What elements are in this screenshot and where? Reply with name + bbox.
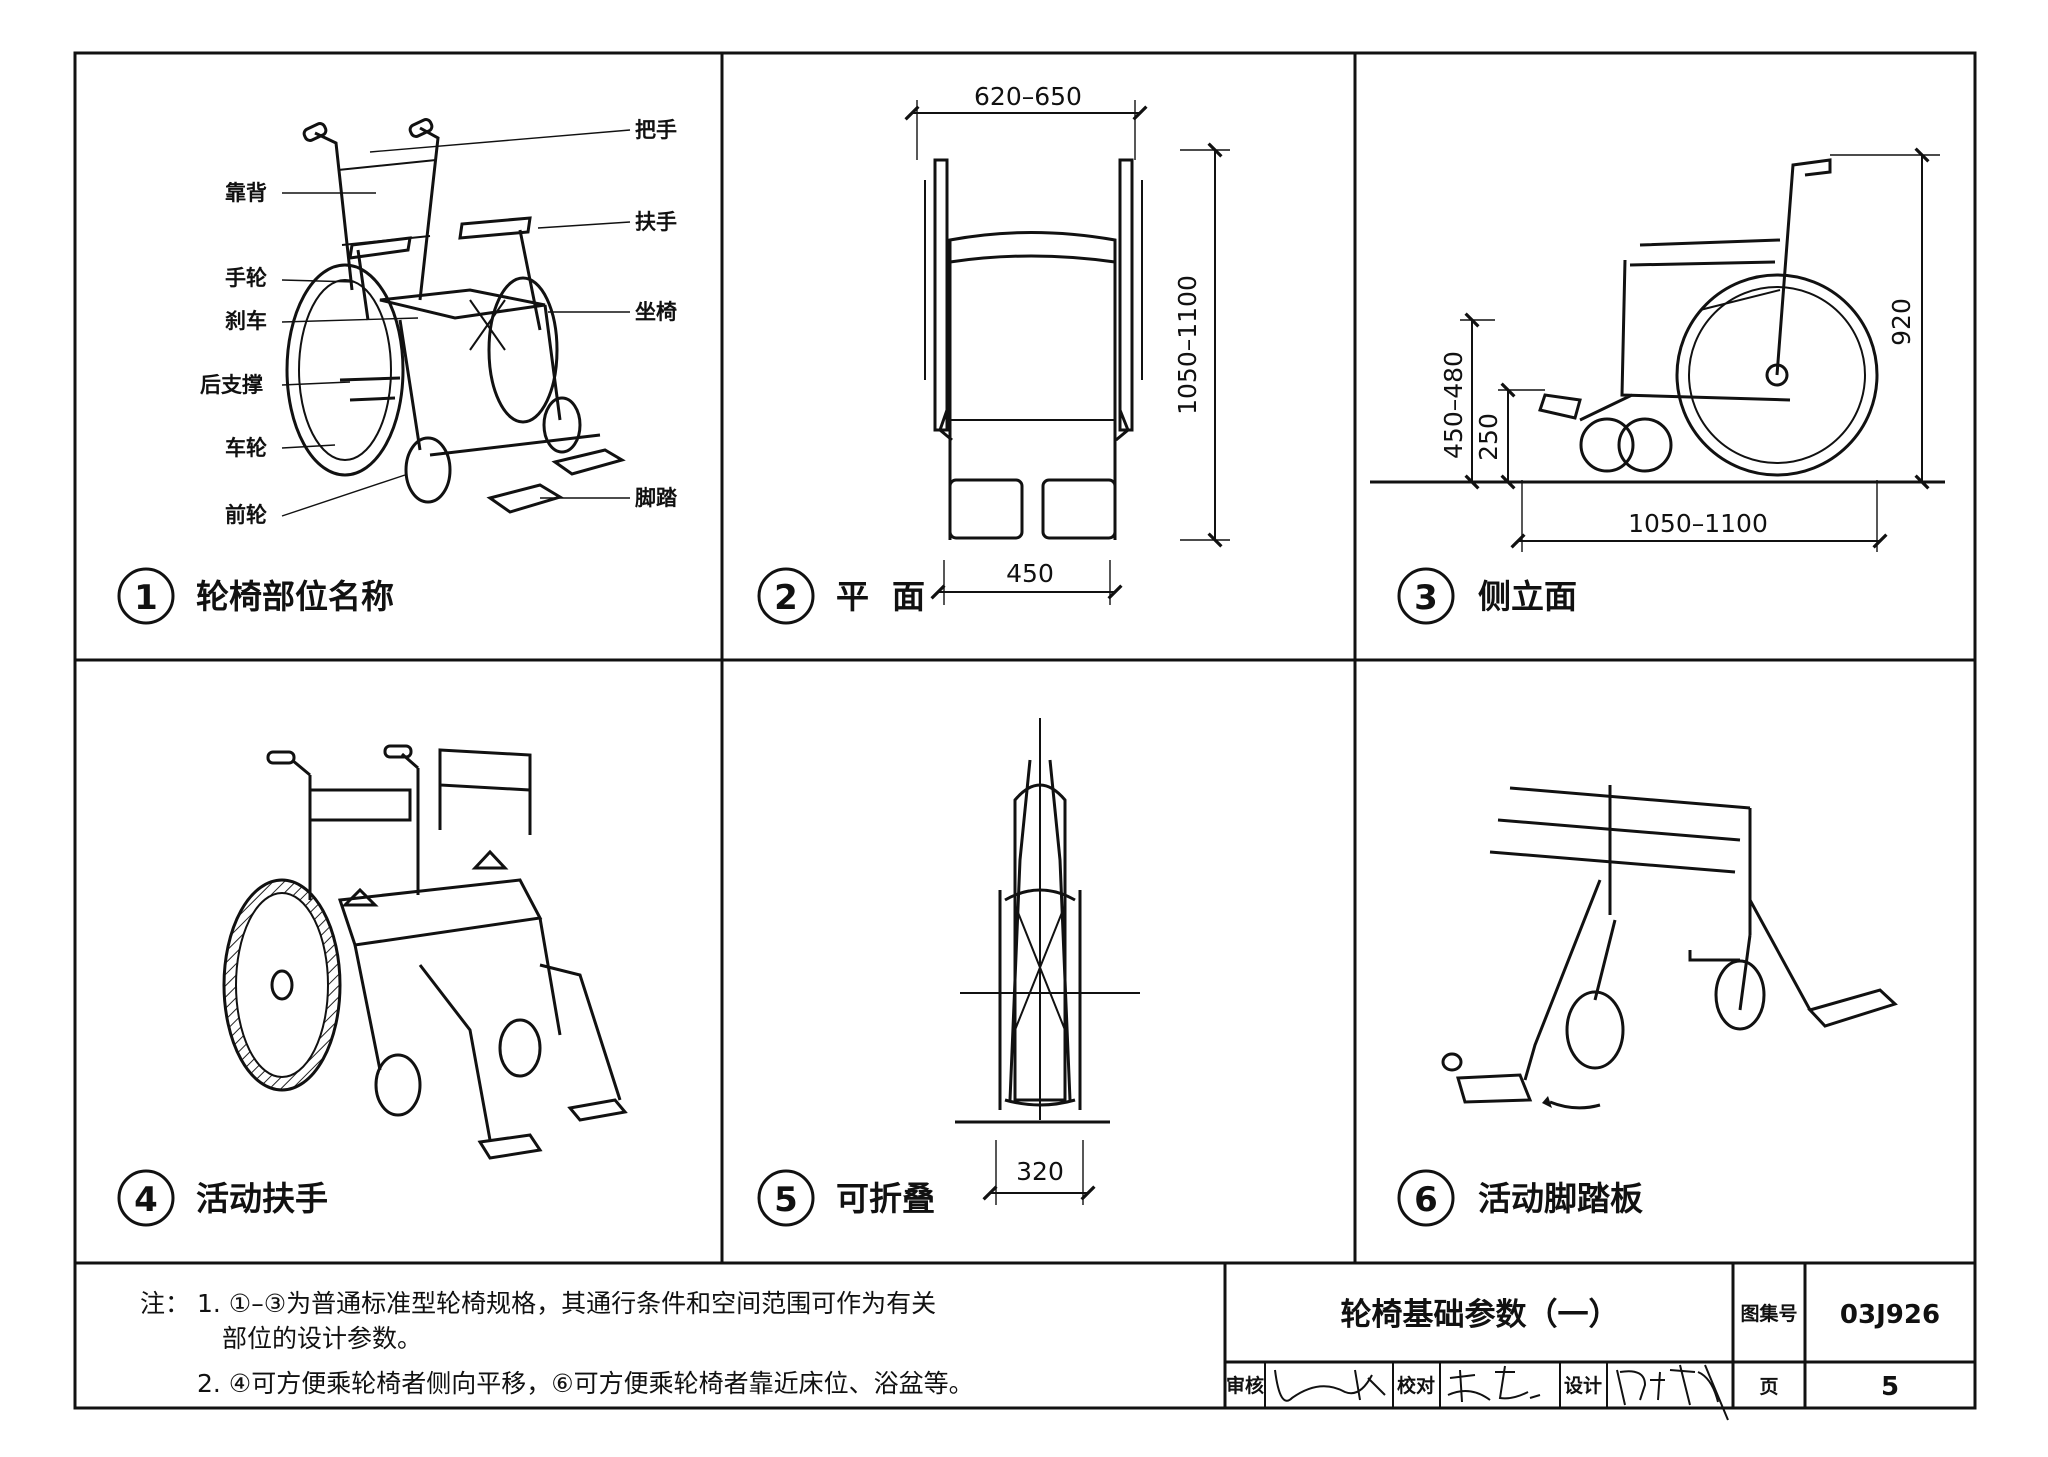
panel-6-movable-footrest: 6 活动脚踏板	[1397, 785, 1898, 1227]
plan-seat-width-dimension: 450	[1006, 559, 1054, 588]
wheelchair-perspective-drawing	[285, 118, 626, 514]
notes-block: 注： 1. ①–③为普通标准型轮椅规格，其通行条件和空间范围可作为有关 部位的设…	[140, 1289, 974, 1398]
side-seat-height-dimension: 450–480	[1439, 351, 1468, 459]
panel-2-number: 2	[774, 578, 798, 618]
panel-2-plan-view: 620–650 1050–1100 450 2 平 面	[757, 82, 1230, 625]
panel-5-title: 可折叠	[836, 1179, 935, 1218]
panel-2-caption: 2 平 面	[757, 567, 925, 625]
label-rear-support: 后支撑	[200, 373, 263, 397]
plan-length-dimension: 1050–1100	[1173, 275, 1202, 415]
side-dimension-lines	[1460, 147, 1940, 552]
reviewer-signature	[1274, 1369, 1386, 1402]
wheelchair-footrest-drawing	[1441, 785, 1898, 1110]
part-leader-lines	[281, 129, 631, 517]
sheet-frame	[73, 51, 1977, 1410]
panel-1-number: 1	[134, 578, 158, 618]
note-2: 2. ④可方便乘轮椅者侧向平移，⑥可方便乘轮椅者靠近床位、浴盆等。	[197, 1369, 974, 1398]
panel-3-caption: 3 侧立面	[1397, 567, 1577, 625]
drawing-title: 轮椅基础参数（一）	[1341, 1297, 1620, 1333]
panel-5-foldable: 320 5 可折叠	[757, 718, 1140, 1227]
panel-4-caption: 4 活动扶手	[117, 1169, 328, 1227]
plan-dimension-lines	[904, 100, 1230, 605]
checker-signature	[1447, 1365, 1541, 1403]
panel-1-title: 轮椅部位名称	[196, 577, 394, 616]
panel-3-number: 3	[1414, 578, 1438, 618]
label-wheel: 车轮	[225, 436, 267, 460]
panel-5-number: 5	[774, 1180, 798, 1220]
panel-3-title: 侧立面	[1478, 577, 1577, 616]
folded-width-dimension: 320	[1016, 1157, 1064, 1186]
side-height-dimension: 920	[1887, 298, 1916, 346]
label-handrim: 手轮	[225, 266, 267, 290]
review-label: 审核	[1226, 1374, 1264, 1397]
wheelchair-armrest-drawing	[222, 744, 628, 1160]
wheelchair-folded-drawing	[955, 718, 1140, 1124]
panel-4-number: 4	[134, 1180, 158, 1220]
panel-6-caption: 6 活动脚踏板	[1397, 1169, 1643, 1227]
panel-6-number: 6	[1414, 1180, 1438, 1220]
panel-6-title: 活动脚踏板	[1478, 1179, 1643, 1218]
panel-3-side-elevation: 920 450–480 250 1050–1100 3 侧立面	[1370, 147, 1945, 625]
designer-signature	[1616, 1364, 1729, 1421]
side-footrest-height-dimension: 250	[1474, 413, 1503, 461]
page-label: 页	[1759, 1376, 1778, 1398]
folded-dimension-line	[982, 1140, 1096, 1205]
wheelchair-plan-drawing	[924, 158, 1143, 540]
check-label: 校对	[1397, 1374, 1435, 1397]
title-block: 轮椅基础参数（一） 图集号 03J926 审核 校对 设计 页 5	[1226, 1297, 1940, 1421]
atlas-number-label: 图集号	[1740, 1302, 1797, 1325]
plan-width-dimension: 620–650	[974, 82, 1082, 111]
label-seat: 坐椅	[635, 300, 677, 324]
notes-prefix: 注：	[140, 1289, 190, 1318]
panel-5-caption: 5 可折叠	[757, 1169, 935, 1227]
panel-1-wheelchair-parts: 把手 靠背 扶手 手轮 刹车 坐椅 后支撑 车轮 前轮 脚踏 1 轮椅部位名称	[117, 118, 678, 625]
label-backrest: 靠背	[225, 181, 267, 205]
panel-4-title: 活动扶手	[196, 1179, 328, 1218]
design-label: 设计	[1564, 1375, 1602, 1397]
label-footrest: 脚踏	[635, 486, 678, 510]
panel-2-title: 平 面	[836, 577, 925, 616]
page-number: 5	[1881, 1372, 1899, 1402]
atlas-number: 03J926	[1840, 1300, 1940, 1330]
side-length-dimension: 1050–1100	[1628, 509, 1768, 538]
label-brake: 刹车	[225, 309, 267, 333]
panel-1-caption: 1 轮椅部位名称	[117, 567, 394, 625]
label-front-wheel: 前轮	[225, 503, 267, 527]
note-1-continued: 部位的设计参数。	[222, 1324, 422, 1353]
note-1: 1. ①–③为普通标准型轮椅规格，其通行条件和空间范围可作为有关	[197, 1289, 936, 1318]
label-handle: 把手	[635, 118, 677, 142]
panel-4-movable-armrest: 4 活动扶手	[117, 744, 628, 1227]
label-armrest: 扶手	[635, 210, 677, 234]
